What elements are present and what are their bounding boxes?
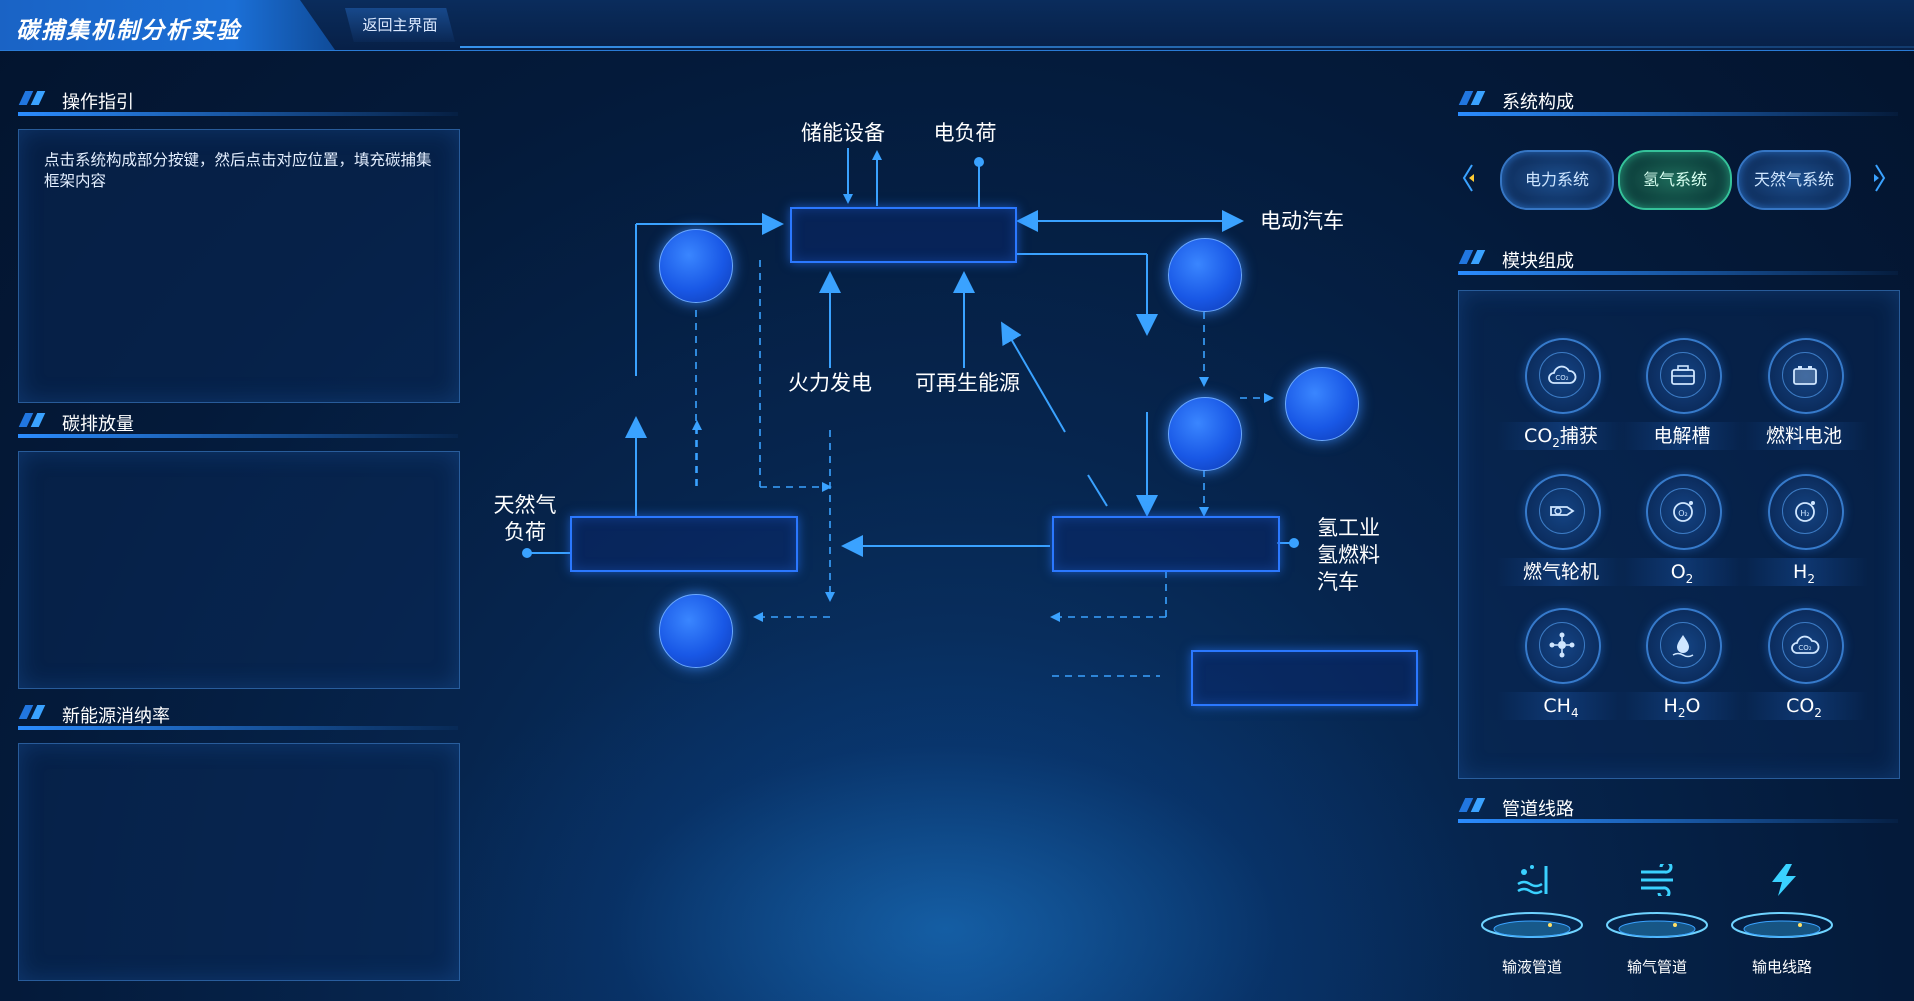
pipe-base xyxy=(1731,912,1833,938)
h2o-icon xyxy=(1672,635,1694,658)
app-title: 碳捕集机制分析实验 xyxy=(16,18,241,44)
label-thermal: 火力发电 xyxy=(788,371,872,395)
title-plate xyxy=(0,0,335,50)
next-arrow-icon[interactable] xyxy=(1872,163,1888,193)
label-gas-load-2: 负荷 xyxy=(504,520,546,544)
gas-pipe-icon xyxy=(1641,864,1673,896)
emission-panel xyxy=(18,451,460,689)
label-ev: 电动汽车 xyxy=(1260,209,1344,233)
node-slot-top-right[interactable] xyxy=(1168,238,1242,312)
node-slot-top-left[interactable] xyxy=(659,229,733,303)
gas-turbine-icon xyxy=(1550,506,1575,516)
hydrogen-system-slot[interactable] xyxy=(1052,516,1280,572)
svg-text:O₂: O₂ xyxy=(1678,509,1688,518)
label-h2-fuel: 氢燃料 xyxy=(1317,543,1380,567)
module-fuel-cell[interactable]: 燃料电池 xyxy=(1740,338,1868,458)
co2-capture-icon: CO₂ xyxy=(1548,365,1577,384)
module-gas-turbine[interactable]: 燃气轮机 xyxy=(1497,474,1625,594)
power-line-icon xyxy=(1772,864,1796,896)
label-load: 电负荷 xyxy=(933,121,997,145)
module-o2[interactable]: O₂ O2 xyxy=(1618,474,1746,594)
fuel-cell-icon xyxy=(1793,366,1817,385)
section-emission-title: 碳排放量 xyxy=(18,408,458,438)
bottom-right-slot[interactable] xyxy=(1191,650,1418,706)
section-module-title: 模块组成 xyxy=(1458,245,1898,275)
label-h2-industry: 氢工业 xyxy=(1317,516,1380,540)
co2-icon: CO₂ xyxy=(1791,635,1820,654)
node-slot-bottom-left[interactable] xyxy=(659,594,733,668)
pipe-gas[interactable]: 输气管道 xyxy=(1603,862,1713,982)
module-h2o[interactable]: H2O xyxy=(1618,608,1746,728)
pipe-base xyxy=(1606,912,1708,938)
label-h2-car: 汽车 xyxy=(1317,570,1359,594)
section-system-title: 系统构成 xyxy=(1458,86,1898,116)
module-electrolyzer[interactable]: 电解槽 xyxy=(1618,338,1746,458)
title-marker-icon xyxy=(1458,798,1486,812)
svg-text:CO₂: CO₂ xyxy=(1555,374,1568,382)
electrolyzer-icon xyxy=(1671,365,1695,385)
o2-icon: O₂ xyxy=(1673,501,1693,522)
back-to-main-button[interactable]: 返回主界面 xyxy=(345,8,455,42)
ch4-icon xyxy=(1549,632,1575,658)
module-ch4[interactable]: CH4 xyxy=(1497,608,1625,728)
svg-text:CO₂: CO₂ xyxy=(1798,644,1811,652)
module-co2-capture[interactable]: CO₂ CO2捕获 xyxy=(1497,338,1625,458)
title-marker-icon xyxy=(1458,91,1486,105)
pipe-liquid[interactable]: 输液管道 xyxy=(1478,862,1588,982)
module-h2[interactable]: H₂ H2 xyxy=(1740,474,1868,594)
node-slot-far-right[interactable] xyxy=(1285,367,1359,441)
system-button-hydrogen[interactable]: 氢气系统 xyxy=(1618,150,1732,210)
liquid-pipe-icon xyxy=(1517,865,1548,895)
h2-icon: H₂ xyxy=(1795,501,1815,522)
section-pipe-title: 管道线路 xyxy=(1458,793,1898,823)
module-co2[interactable]: CO₂ CO2 xyxy=(1740,608,1868,728)
pipe-base xyxy=(1481,912,1583,938)
top-divider xyxy=(460,46,1914,48)
top-bar: 碳捕集机制分析实验 返回主界面 xyxy=(0,0,1914,51)
guide-text: 点击系统构成部分按键，然后点击对应位置，填充碳捕集框架内容 xyxy=(44,151,432,190)
renewable-panel xyxy=(18,743,460,981)
guide-panel: 点击系统构成部分按键，然后点击对应位置，填充碳捕集框架内容 xyxy=(18,129,460,403)
label-storage: 储能设备 xyxy=(801,121,885,145)
city-background xyxy=(420,640,1470,1001)
gas-system-slot[interactable] xyxy=(570,516,798,572)
pipe-power[interactable]: 输电线路 xyxy=(1728,862,1838,982)
section-renewable-title: 新能源消纳率 xyxy=(18,700,458,730)
system-button-natural-gas[interactable]: 天然气系统 xyxy=(1737,150,1851,210)
section-guide-title: 操作指引 xyxy=(18,86,458,116)
node-slot-middle-right[interactable] xyxy=(1168,397,1242,471)
center-power-slot[interactable] xyxy=(790,207,1017,263)
label-gas-load-1: 天然气 xyxy=(493,493,557,517)
title-marker-icon xyxy=(1458,250,1486,264)
system-button-power[interactable]: 电力系统 xyxy=(1500,150,1614,210)
svg-text:H₂: H₂ xyxy=(1800,509,1809,518)
label-renewable: 可再生能源 xyxy=(915,371,1020,395)
prev-arrow-icon[interactable] xyxy=(1460,163,1476,193)
